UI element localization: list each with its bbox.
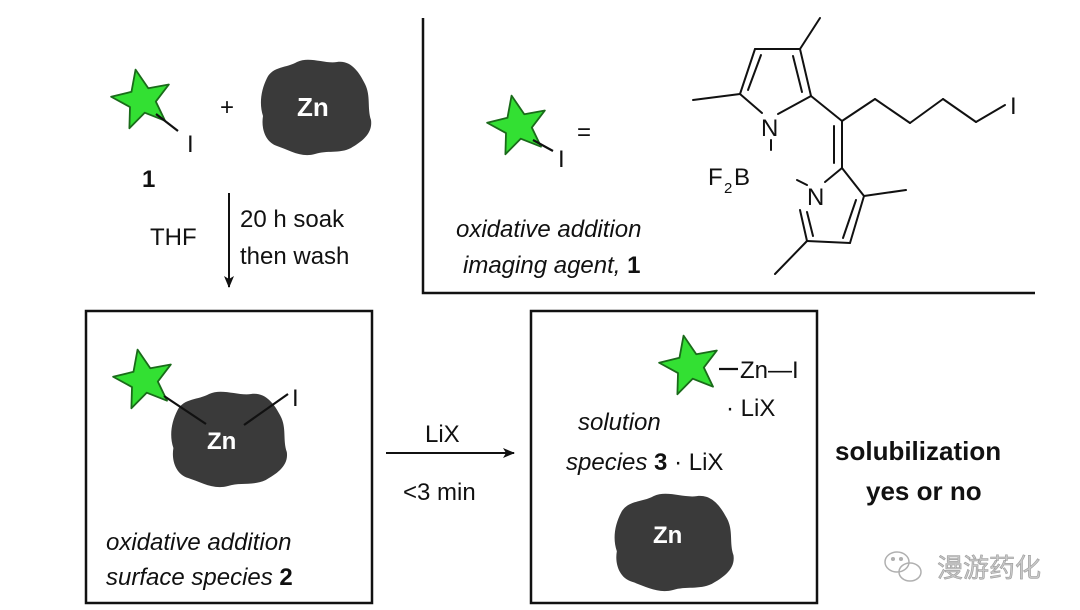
legend-equals: =	[577, 119, 591, 146]
solution-caption-line2: species 3 · LiX	[566, 449, 723, 476]
surface-caption-text: surface species	[106, 564, 279, 591]
step1-condition-line2: then wash	[240, 243, 349, 270]
step1-solvent: THF	[150, 224, 197, 251]
legend-star-iodide-bond	[532, 139, 554, 152]
zinc-iodide-bond	[243, 393, 289, 426]
compound-number-1: 1	[142, 166, 155, 193]
legend-caption-line2: imaging agent, 1	[463, 252, 640, 279]
legend-star-icon	[481, 88, 553, 158]
legend-frame	[421, 18, 1035, 295]
atom-n-bottom: N	[807, 184, 824, 211]
legend-caption-number: 1	[627, 252, 640, 279]
surface-caption-line1: oxidative addition	[106, 529, 291, 556]
solution-caption-number: 3	[654, 449, 667, 476]
surface-caption-number: 2	[279, 564, 292, 591]
surface-species-box	[84, 309, 374, 605]
outcome-line1: solubilization	[835, 436, 1001, 466]
outcome-line2: yes or no	[866, 476, 982, 506]
star-iodide-bond	[155, 113, 179, 132]
surface-iodide-label: I	[292, 385, 299, 412]
terminal-iodide: I	[1010, 93, 1017, 120]
atom-b: B	[734, 164, 750, 191]
legend-iodide-label: I	[558, 146, 565, 173]
surface-caption-line2: surface species 2	[106, 564, 293, 591]
watermark-text: 漫游药化	[937, 554, 1041, 584]
atom-n-top: N	[761, 115, 778, 142]
solution-zinc-label: Zn	[653, 522, 682, 549]
zinc-metal-reactant: Zn	[260, 59, 372, 156]
surface-star-icon	[107, 342, 179, 412]
reactant-iodide-label: I	[187, 131, 194, 158]
solution-caption-suffix: · LiX	[667, 449, 723, 476]
wechat-icon	[884, 551, 922, 582]
bodipy-structure	[692, 17, 1006, 275]
legend-star	[481, 88, 553, 158]
atom-f-subscript: 2	[724, 180, 732, 197]
step2-time: <3 min	[403, 479, 476, 506]
solution-species-box	[529, 309, 819, 605]
surface-zinc-label: Zn	[207, 428, 236, 455]
watermark: 漫游药化	[884, 551, 1041, 584]
surface-star	[107, 342, 179, 412]
organozinc-label: Zn—I	[740, 357, 799, 384]
zinc-label: Zn	[297, 92, 329, 122]
solution-caption-text: species	[566, 449, 654, 476]
solution-star-icon	[653, 328, 725, 398]
organozinc-adduct: · LiX	[726, 395, 775, 422]
solution-star	[653, 328, 725, 398]
step2-reagent: LiX	[425, 421, 460, 448]
star-zinc-bond	[163, 395, 207, 425]
atom-f: F	[708, 164, 723, 191]
step1-condition-line1: 20 h soak	[240, 206, 345, 233]
legend-caption-line1: oxidative addition	[456, 216, 641, 243]
legend-caption-text: imaging agent,	[463, 252, 627, 279]
plus-sign: +	[220, 94, 234, 121]
solution-caption-line1: solution	[578, 409, 661, 436]
